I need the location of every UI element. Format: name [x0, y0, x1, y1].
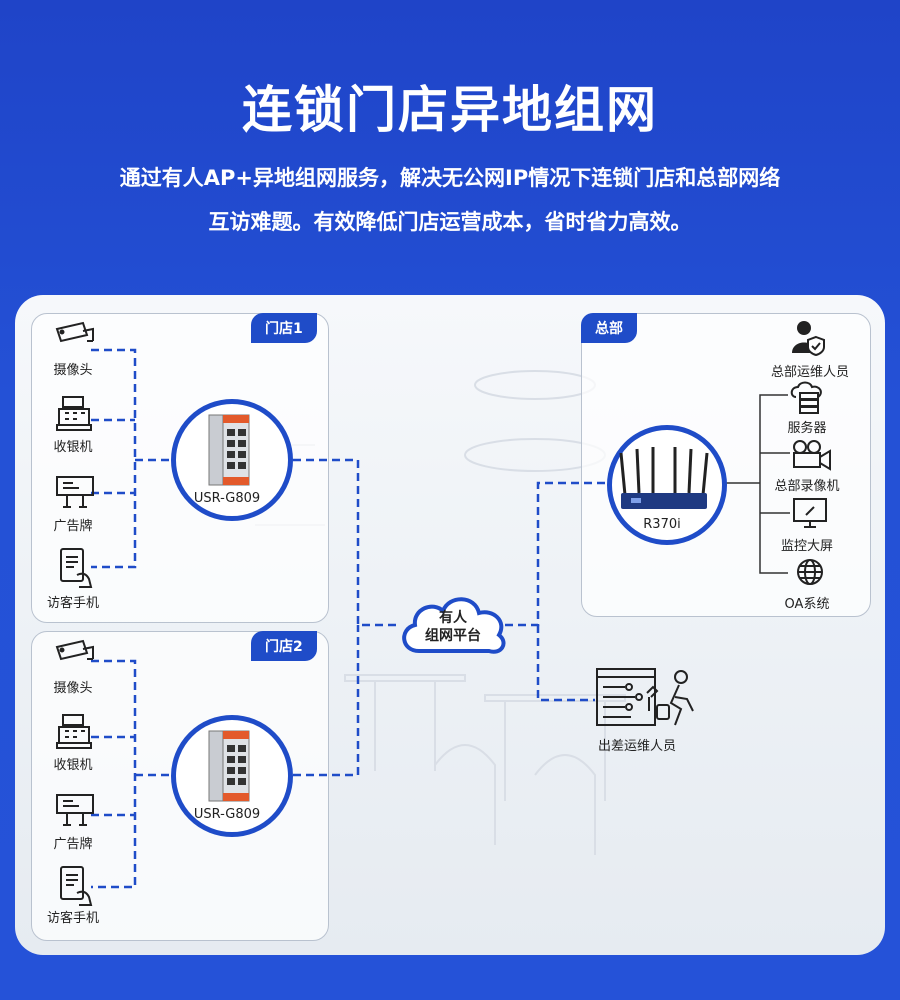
store1-item-cash-register: 收银机 [53, 440, 93, 455]
cash-register-icon [56, 714, 92, 749]
hq-item-recorder: 总部录像机 [774, 479, 840, 494]
router-antenna-icon [619, 447, 709, 509]
store2-item-phone: 访客手机 [46, 911, 99, 926]
connection-lines [91, 348, 790, 889]
server-cloud-icon [790, 381, 822, 414]
store1-tag: 门店1 [251, 313, 317, 343]
cloud-label-line2: 组网平台 [425, 628, 481, 644]
phone-hand-icon [60, 866, 93, 906]
diagram-panel: 门店1 门店2 总部 [15, 295, 885, 955]
cloud-label-line1: 有人 [439, 610, 467, 626]
store1-item-phone: 访客手机 [46, 596, 99, 611]
page-title: 连锁门店异地组网 [242, 81, 658, 139]
billboard-icon [56, 794, 94, 826]
camera-icon [55, 321, 94, 343]
remote-maintenance-icon [596, 668, 694, 726]
store2-device-label: USR-G809 [193, 807, 261, 822]
store1-item-billboard: 广告牌 [53, 519, 93, 534]
store2-tag: 门店2 [251, 631, 317, 661]
camera-icon [55, 639, 94, 661]
store2-item-camera: 摄像头 [53, 681, 93, 696]
hq-item-monitor-screen: 监控大屏 [780, 539, 833, 554]
hq-device-circle [607, 425, 727, 545]
subtitle-line-1: 通过有人AP+异地组网服务，解决无公网IP情况下连锁门店和总部网络 [119, 166, 781, 190]
hq-tag: 总部 [581, 313, 637, 343]
phone-hand-icon [60, 548, 93, 588]
globe-icon [797, 559, 823, 585]
industrial-router-icon [208, 414, 250, 486]
store2-item-cash-register: 收银机 [53, 758, 93, 773]
store2-item-billboard: 广告牌 [53, 837, 93, 852]
store1-item-camera: 摄像头 [53, 363, 93, 378]
monitor-icon [793, 498, 827, 528]
hq-item-admin: 总部运维人员 [770, 365, 849, 380]
admin-person-icon [792, 321, 825, 357]
hq-device-label: R370i [643, 517, 681, 532]
billboard-icon [56, 476, 94, 508]
industrial-router-icon [208, 730, 250, 802]
hq-item-server: 服务器 [787, 421, 827, 436]
cloud-icon [402, 597, 506, 654]
hq-item-oa-system: OA系统 [784, 597, 830, 612]
video-recorder-icon [793, 440, 831, 471]
remote-maintenance-label: 出差运维人员 [597, 739, 676, 754]
subtitle-line-2: 互访难题。有效降低门店运营成本，省时省力高效。 [208, 210, 692, 234]
cash-register-icon [56, 396, 92, 431]
store1-device-label: USR-G809 [193, 491, 261, 506]
